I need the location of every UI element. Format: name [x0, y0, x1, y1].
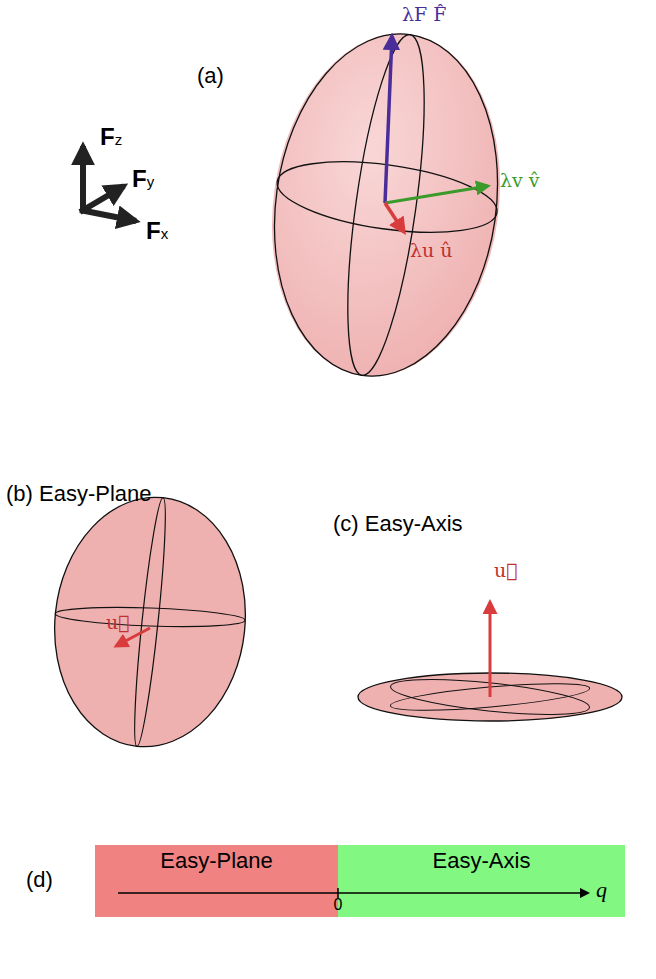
- eigen-label: λF F̂: [402, 4, 446, 25]
- ellipsoid-b: [42, 488, 258, 757]
- easy-axis-band: Easy-Axis: [338, 845, 625, 917]
- easy-plane-band: Easy-Plane: [95, 845, 338, 917]
- panel-label: (d): [26, 868, 53, 892]
- band-label: Easy-Plane: [160, 848, 273, 874]
- band-label: Easy-Axis: [433, 848, 531, 874]
- vector-label: u⃗: [494, 560, 518, 581]
- q-axis: [118, 892, 588, 894]
- ellipsoid-a: [251, 19, 521, 391]
- eigen-arrows: [385, 36, 488, 232]
- eigen-label: λv v̂: [500, 170, 540, 191]
- axis-label: Fx: [146, 218, 168, 244]
- easy-axis-band-fill: [338, 845, 625, 917]
- tick-label: 0: [334, 896, 343, 914]
- panel-label: (c) Easy-Axis: [333, 512, 463, 536]
- panel-label: (a): [197, 64, 224, 88]
- axis-icon: [80, 146, 136, 221]
- panel-label: (b) Easy-Plane: [6, 482, 152, 506]
- axis-variable: q: [596, 878, 607, 902]
- eigen-label: λu û: [410, 240, 453, 261]
- easy-plane-band-fill: [95, 845, 338, 917]
- axis-label: Fz: [100, 124, 122, 150]
- u-arrow-c: [489, 602, 492, 697]
- vector-label: u⃗: [106, 612, 130, 633]
- axis-label: Fy: [132, 166, 154, 192]
